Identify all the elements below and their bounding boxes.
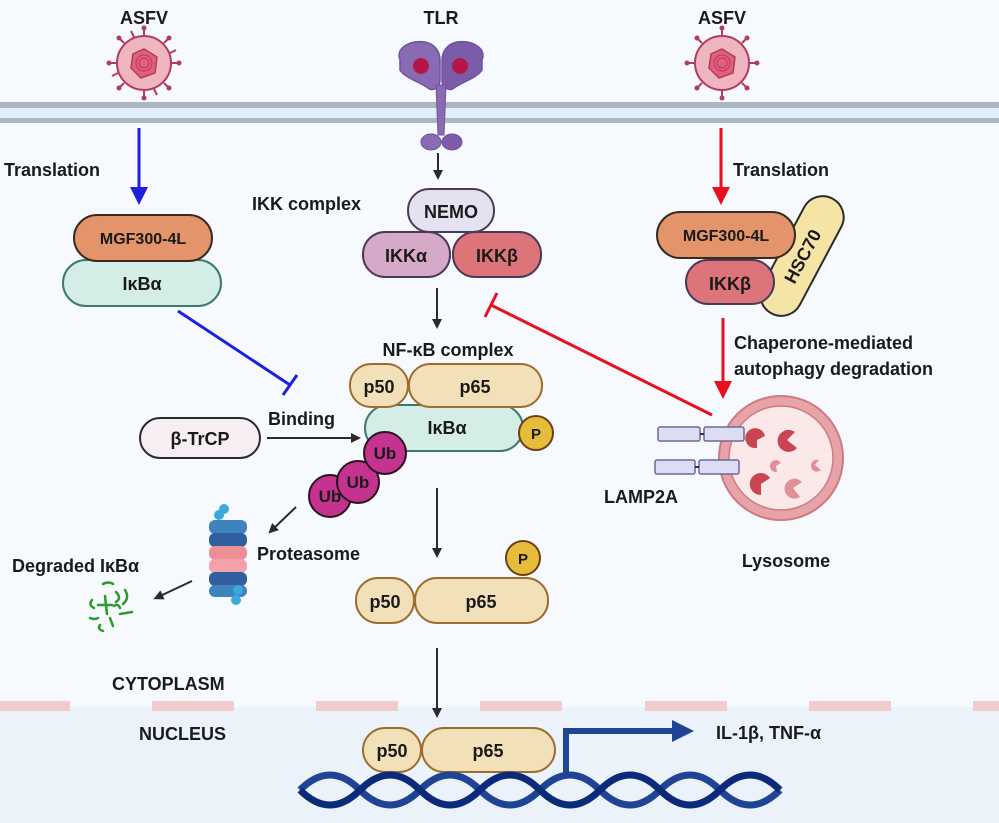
- ikkb-protein-right: [685, 259, 775, 305]
- p65-protein-top: [408, 363, 543, 408]
- inhibition-line-blue: [177, 309, 299, 396]
- ikkb-protein: [452, 231, 542, 278]
- p65-protein-nucleus: [421, 727, 556, 773]
- asfv-virus-icon-left: [106, 25, 182, 101]
- btrcp-protein: [139, 417, 261, 459]
- lamp2a-label: LAMP2A: [604, 487, 678, 507]
- ikkb-label: IKKβ: [476, 246, 518, 266]
- degraded-ikba-label: Degraded IκBα: [12, 556, 139, 576]
- translation-label-right: Translation: [733, 160, 829, 180]
- mgf300-4l-protein-right: [656, 211, 796, 259]
- ubiquitin-chain: [308, 431, 407, 518]
- ub-label-2: Ub: [347, 473, 370, 492]
- p50-label-top: p50: [363, 377, 394, 397]
- ikkb-label-right: IKKβ: [709, 274, 751, 294]
- asfv-virus-icon-right: [684, 25, 760, 101]
- tlr-receptor-icon: [398, 40, 484, 151]
- ikba-label-center: IκBα: [427, 418, 466, 438]
- nfkb-complex-label: NF-κB complex: [382, 340, 513, 360]
- proteasome-icon: [209, 504, 247, 605]
- p65-label-middle: p65: [465, 592, 496, 612]
- binding-label: Binding: [268, 409, 335, 429]
- ikba-label-left: IκBα: [122, 274, 161, 294]
- lysosome-label: Lysosome: [742, 551, 830, 571]
- phospho-label-ikba: P: [531, 426, 541, 443]
- phospho-group-ikba: [518, 415, 554, 451]
- lysosome-icon: [718, 395, 844, 521]
- asfv-label-left: ASFV: [120, 8, 168, 28]
- nemo-label: NEMO: [424, 202, 478, 222]
- p50-label-middle: p50: [369, 592, 400, 612]
- transcription-arrow: [563, 720, 694, 775]
- ikka-label: IKKα: [385, 246, 427, 266]
- mgf300-4l-label-left: MGF300-4L: [100, 231, 186, 248]
- nemo-protein: [407, 188, 495, 233]
- asfv-label-right: ASFV: [698, 8, 746, 28]
- tlr-label: TLR: [424, 8, 459, 28]
- degraded-ikba-fragments-icon: [88, 581, 134, 633]
- ub-to-proteasome-arrow: [268, 506, 297, 534]
- phospho-group-p65: [505, 540, 541, 576]
- p65-label-top: p65: [459, 377, 490, 397]
- proteasome-to-degraded-arrow: [153, 580, 193, 600]
- p65-protein-middle: [414, 577, 549, 624]
- p50-label-nucleus: p50: [376, 741, 407, 761]
- mgf300-4l-protein-left: [73, 214, 213, 262]
- cytokines-label: IL-1β, TNF-α: [716, 723, 821, 743]
- proteasome-label: Proteasome: [257, 544, 360, 564]
- nuclear-envelope: [0, 701, 999, 711]
- ikka-protein: [362, 231, 451, 278]
- lamp2a-icon: [654, 426, 745, 475]
- translation-label-left: Translation: [4, 160, 100, 180]
- dna-helix-icon: [297, 771, 783, 809]
- ub-label-1: Ub: [374, 444, 397, 463]
- p65-label-nucleus: p65: [472, 741, 503, 761]
- phospho-label-p65: P: [518, 551, 528, 568]
- btrcp-label: β-TrCP: [171, 429, 230, 449]
- ikk-complex-label: IKK complex: [252, 194, 361, 214]
- cma-label-line1: Chaperone-mediated: [734, 333, 913, 353]
- mgf300-4l-label-right: MGF300-4L: [683, 228, 769, 245]
- ub-label-3: Ub: [319, 487, 342, 506]
- plasma-membrane: [0, 102, 999, 123]
- nucleus-label: NUCLEUS: [139, 724, 226, 744]
- inhibition-line-red: [483, 292, 713, 417]
- cytoplasm-label: CYTOPLASM: [112, 674, 225, 694]
- cma-label-line2: autophagy degradation: [734, 359, 933, 379]
